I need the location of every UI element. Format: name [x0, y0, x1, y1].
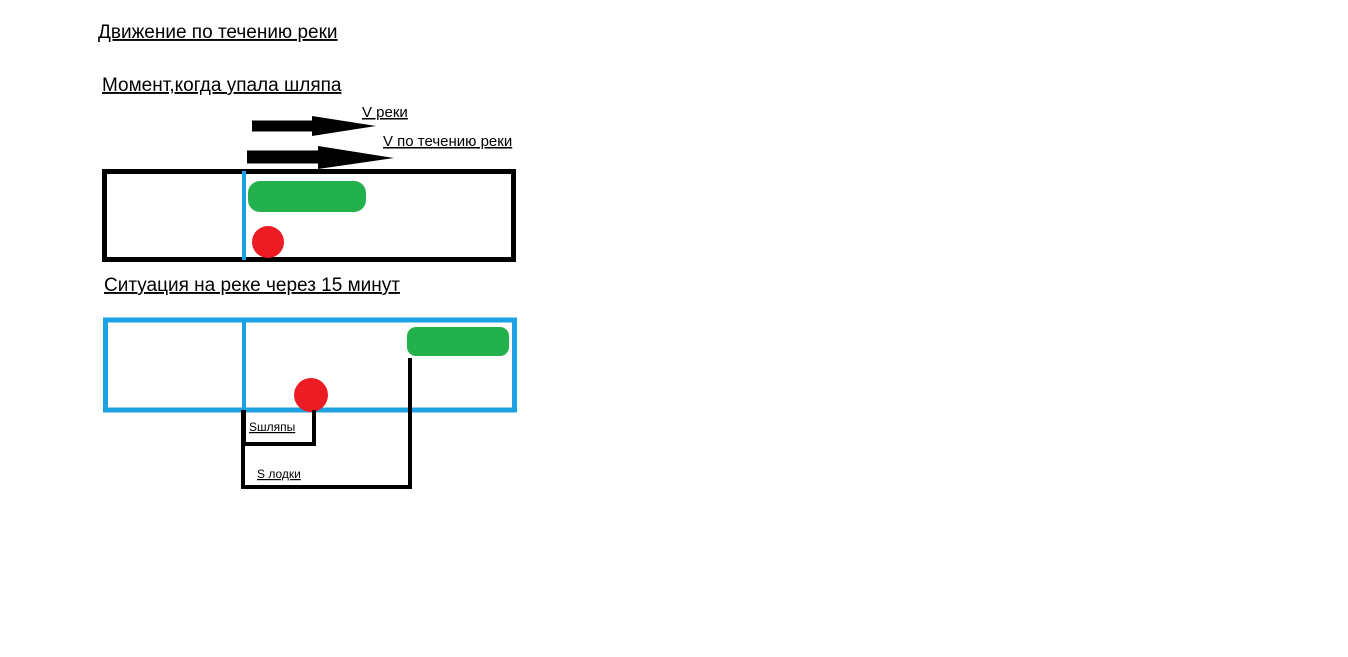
- downstream-velocity-arrow: [247, 146, 394, 169]
- boat-distance-label: S лодки: [257, 467, 301, 481]
- boat-icon: [248, 181, 366, 212]
- river-velocity-arrow: [252, 116, 376, 136]
- scene2-heading: Ситуация на реке через 15 минут: [104, 275, 400, 296]
- downstream-velocity-label: V по течению реки: [383, 133, 512, 150]
- scene1-heading: Момент,когда упала шляпа: [102, 75, 342, 96]
- boat-distance-bracket: [241, 358, 412, 489]
- river-velocity-label: V реки: [362, 104, 408, 121]
- hat-icon: [252, 226, 284, 258]
- hat-icon-later: [294, 378, 328, 412]
- boat-icon-later: [407, 327, 509, 356]
- river-start-frame: [102, 169, 516, 262]
- diagram-title: Движение по течению реки: [98, 22, 338, 43]
- hat-distance-label: Sшляпы: [249, 420, 295, 434]
